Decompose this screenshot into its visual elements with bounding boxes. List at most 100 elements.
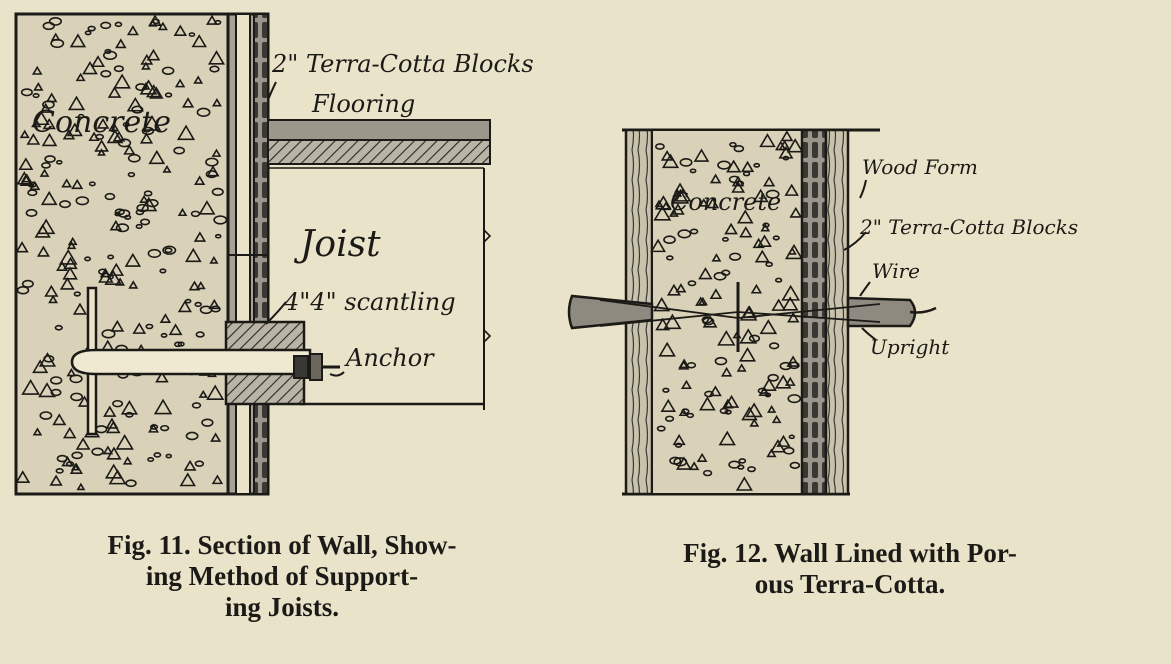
aggregate-speckle [164,92,173,98]
aggregate-speckle [767,404,777,413]
aggregate-speckle [26,133,41,145]
aggregate-speckle [69,374,83,384]
aggregate-speckle [789,206,803,218]
aggregate-speckle [759,319,778,335]
fig11-flooring [267,119,491,141]
aggregate-speckle [698,267,713,280]
aggregate-speckle [15,470,31,483]
fig12-upright-right [846,296,917,328]
aggregate-speckle [188,32,196,37]
aggregate-speckle [671,203,685,215]
aggregate-speckle [48,294,59,304]
aggregate-speckle [674,442,683,448]
aggregate-speckle [191,402,202,409]
fig11-label-anchor: Anchor [344,344,435,372]
fig11-label-terra-cotta: 2" Terra-Cotta Blocks [271,50,534,78]
aggregate-speckle [728,252,742,261]
aggregate-speckle [159,268,167,274]
aggregate-speckle [733,145,745,153]
aggregate-speckle [82,61,98,75]
aggregate-speckle [776,434,791,447]
aggregate-speckle [135,223,143,229]
aggregate-speckle [786,138,804,153]
fig12-label-concrete: Concrete [670,188,781,216]
aggregate-speckle [52,413,67,426]
aggregate-speckle [69,462,83,474]
aggregate-speckle [747,466,756,473]
aggregate-speckle [779,361,792,371]
aggregate-speckle [126,96,144,112]
aggregate-speckle [18,157,34,171]
aggregate-speckle [136,203,149,213]
aggregate-speckle [125,479,137,488]
aggregate-speckle [40,190,58,206]
aggregate-speckle [135,209,145,216]
aggregate-speckle [160,332,168,338]
aggregate-speckle [774,140,787,151]
aggregate-speckle [88,181,96,187]
aggregate-speckle [48,16,62,26]
aggregate-speckle [787,246,797,255]
aggregate-speckle [20,173,32,183]
fig12-label-wire: Wire [872,259,920,283]
aggregate-speckle [84,256,92,262]
aggregate-speckle [125,411,134,418]
aggregate-speckle [112,399,124,408]
aggregate-speckle [147,456,155,463]
aggregate-speckle [737,464,745,470]
aggregate-speckle [757,234,772,247]
aggregate-speckle [205,157,219,167]
aggregate-speckle [653,296,671,312]
aggregate-speckle [731,175,745,187]
aggregate-speckle [94,139,109,152]
aggregate-speckle [146,48,161,61]
aggregate-speckle [107,86,122,98]
aggregate-speckle [153,452,162,458]
fig12-wire [599,282,937,352]
aggregate-speckle [49,474,63,486]
aggregate-speckle [768,342,780,350]
aggregate-speckle [771,414,782,424]
aggregate-speckle [207,50,226,65]
aggregate-speckle [168,323,183,336]
aggregate-speckle [191,34,207,48]
aggregate-speckle [185,431,199,441]
aggregate-speckle [765,189,780,199]
aggregate-speckle [91,447,104,456]
aggregate-speckle [666,283,681,296]
aggregate-speckle [139,194,149,204]
aggregate-speckle [114,208,125,216]
aggregate-speckle [689,168,697,174]
aggregate-speckle [205,170,218,179]
aggregate-speckle [194,301,202,308]
aggregate-speckle [708,385,722,397]
aggregate-speckle [141,82,151,90]
aggregate-speckle [148,149,166,165]
aggregate-speckle [781,296,799,311]
aggregate-speckle [139,132,154,144]
aggregate-speckle [73,291,81,297]
aggregate-speckle [66,368,77,377]
aggregate-speckle [720,366,733,377]
aggregate-speckle [772,235,780,241]
aggregate-speckle [673,457,688,467]
aggregate-speckle [780,130,794,142]
aggregate-speckle [87,25,96,32]
aggregate-speckle [76,482,86,491]
aggregate-speckle [688,461,700,471]
aggregate-speckle [179,472,196,487]
aggregate-speckle [721,398,734,409]
aggregate-speckle [49,376,63,385]
aggregate-speckle [209,65,220,73]
aggregate-speckle [762,176,776,187]
fig11-diagram: 2" Terra-Cotta Blocks Flooring Concrete … [14,12,534,496]
aggregate-speckle [752,188,769,203]
aggregate-speckle [210,432,222,442]
aggregate-speckle [201,418,214,427]
aggregate-speckle [75,437,91,450]
aggregate-speckle [739,226,753,238]
aggregate-speckle [21,279,34,288]
aggregate-speckle [736,209,754,224]
aggregate-speckle [142,115,162,131]
aggregate-speckle [738,458,747,464]
